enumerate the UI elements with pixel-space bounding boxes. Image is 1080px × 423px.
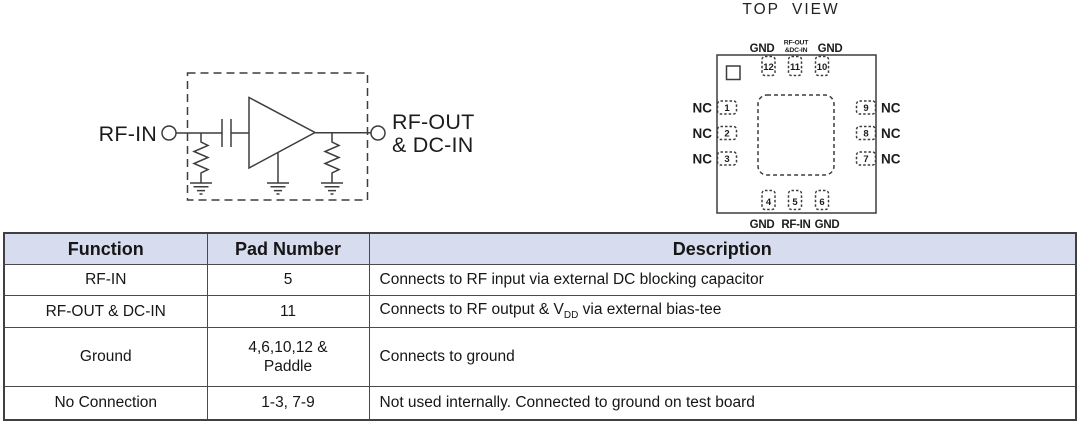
shunt-resistor-output xyxy=(321,133,343,195)
package-top-view: TOP VIEW GND RF-OUT &DC-IN GND 12 11 10 … xyxy=(693,1,901,230)
pad7-nc-label: NC xyxy=(881,152,901,167)
input-terminal-icon xyxy=(161,125,177,141)
pad-cell: 11 xyxy=(206,295,370,328)
pad-12: 12 xyxy=(761,55,776,77)
pad-9: 9 xyxy=(855,100,877,115)
function-cell: RF-IN xyxy=(3,264,208,296)
amplifier-schematic: RF-IN RF-OUT & DC-IN xyxy=(99,72,474,201)
description-text: via external bias-tee xyxy=(578,301,722,319)
pad-cell: 4,6,10,12 & Paddle xyxy=(206,327,370,387)
pad11-label-line1: RF-OUT xyxy=(784,40,810,47)
svg-text:3: 3 xyxy=(724,154,729,165)
svg-text:4: 4 xyxy=(766,197,772,208)
function-cell: No Connection xyxy=(3,386,208,421)
svg-text:5: 5 xyxy=(792,197,798,208)
description-text: Connects to RF output & V xyxy=(379,301,564,319)
pad-10: 10 xyxy=(814,55,830,77)
amplifier-symbol xyxy=(248,96,317,195)
svg-text:2: 2 xyxy=(724,129,729,140)
svg-text:8: 8 xyxy=(863,129,868,140)
pad10-label: GND xyxy=(818,43,843,55)
column-header-pad-number: Pad Number xyxy=(206,232,370,265)
ground-icon xyxy=(267,182,289,195)
function-cell: RF-OUT & DC-IN xyxy=(3,295,208,328)
pad-11: 11 xyxy=(787,55,803,77)
pad-cell-line2: Paddle xyxy=(263,358,313,375)
pad-7: 7 xyxy=(855,151,877,166)
description-cell: Not used internally. Connected to ground… xyxy=(368,386,1077,421)
table-row: No Connection 1-3, 7-9 Not used internal… xyxy=(3,386,1077,421)
svg-text:11: 11 xyxy=(790,62,801,73)
top-view-title: TOP VIEW xyxy=(742,1,839,18)
table-row: RF-OUT & DC-IN 11 Connects to RF output … xyxy=(3,295,1077,328)
output-terminal-icon xyxy=(370,125,386,141)
pad-8: 8 xyxy=(855,125,877,141)
package-outline xyxy=(716,54,877,214)
pad8-nc-label: NC xyxy=(881,126,901,141)
svg-text:12: 12 xyxy=(763,62,774,73)
svg-text:9: 9 xyxy=(863,103,868,114)
pin1-marker-icon xyxy=(725,65,741,81)
ground-icon xyxy=(190,182,212,195)
pad-6: 6 xyxy=(814,189,830,211)
table-header-row: Function Pad Number Description xyxy=(3,232,1077,265)
pad4-label: GND xyxy=(750,219,775,230)
dc-blocking-capacitor xyxy=(221,119,232,147)
pad-1: 1 xyxy=(716,100,738,115)
pad-5: 5 xyxy=(787,189,803,211)
pad6-label: GND xyxy=(815,219,840,230)
pad-cell: 1-3, 7-9 xyxy=(206,386,370,421)
pad-cell: 5 xyxy=(206,264,370,296)
exposed-paddle xyxy=(757,94,835,176)
svg-text:7: 7 xyxy=(863,154,868,165)
pad-cell-line1: 4,6,10,12 & xyxy=(248,338,328,356)
svg-text:6: 6 xyxy=(819,197,824,208)
description-cell: Connects to RF input via external DC blo… xyxy=(368,264,1077,296)
pad3-nc-label: NC xyxy=(693,152,713,167)
shunt-resistor-input xyxy=(190,133,212,195)
column-header-description: Description xyxy=(368,232,1077,265)
pad-3: 3 xyxy=(716,151,738,166)
vdd-subscript: DD xyxy=(563,310,579,322)
table-row: Ground 4,6,10,12 & Paddle Connects to gr… xyxy=(3,327,1077,387)
figures-panel: RF-IN RF-OUT & DC-IN TOP VIEW xyxy=(99,1,901,230)
pad-2: 2 xyxy=(716,125,738,141)
pad11-label-line2: &DC-IN xyxy=(785,47,808,54)
svg-text:1: 1 xyxy=(724,103,730,114)
pad-function-table: Function Pad Number Description RF-IN 5 … xyxy=(3,232,1077,421)
device-boundary-box xyxy=(186,72,369,201)
pad2-nc-label: NC xyxy=(693,126,713,141)
column-header-function: Function xyxy=(3,232,208,265)
function-cell: Ground xyxy=(3,327,208,387)
pad1-nc-label: NC xyxy=(693,101,713,116)
pad5-label: RF-IN xyxy=(781,219,810,230)
ground-icon xyxy=(321,182,343,195)
pad9-nc-label: NC xyxy=(881,101,901,116)
table-row: RF-IN 5 Connects to RF input via externa… xyxy=(3,264,1077,296)
description-cell: Connects to ground xyxy=(368,327,1077,387)
schematic-input-label: RF-IN xyxy=(99,122,157,146)
description-cell: Connects to RF output & VDD via external… xyxy=(368,295,1077,328)
pad-4: 4 xyxy=(761,189,776,211)
pad12-label: GND xyxy=(750,43,775,55)
schematic-output-label-line1: RF-OUT xyxy=(392,110,474,134)
schematic-output-label-line2: & DC-IN xyxy=(392,133,473,157)
svg-text:10: 10 xyxy=(817,62,828,73)
